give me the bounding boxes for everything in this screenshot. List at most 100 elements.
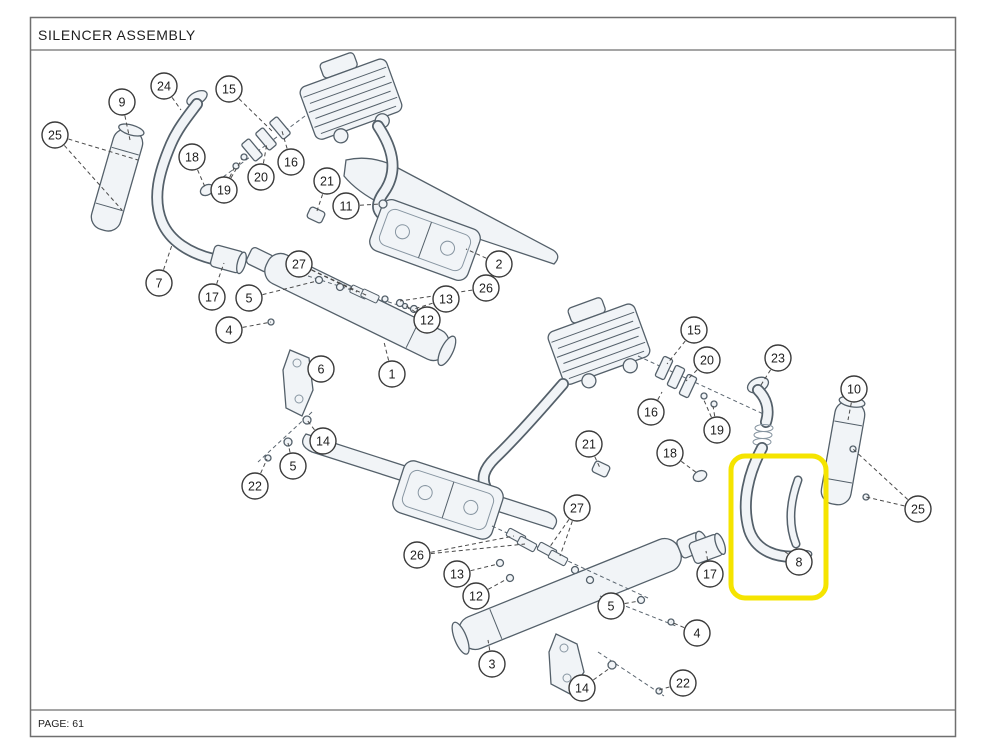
callout-20[interactable]: 20	[247, 163, 275, 191]
callout-circle-26[interactable]	[472, 274, 500, 302]
callout-17[interactable]: 17	[198, 283, 226, 311]
cylinder-head-front	[292, 41, 408, 152]
callout-circle-12[interactable]	[462, 582, 490, 610]
callout-circle-16[interactable]	[637, 398, 665, 426]
callout-circle-19[interactable]	[210, 176, 238, 204]
callout-circle-10[interactable]	[840, 375, 868, 403]
callout-3[interactable]: 3	[478, 650, 506, 678]
callout-16[interactable]: 16	[637, 398, 665, 426]
callout-circle-4[interactable]	[215, 316, 243, 344]
callout-number-18: 18	[663, 447, 677, 461]
callout-circle-17[interactable]	[198, 283, 226, 311]
callout-circle-27[interactable]	[563, 494, 591, 522]
callout-circle-7[interactable]	[145, 269, 173, 297]
callout-circle-23[interactable]	[764, 344, 792, 372]
callout-number-27: 27	[570, 502, 584, 516]
callout-number-23: 23	[771, 352, 785, 366]
callout-2[interactable]: 2	[485, 250, 513, 278]
callout-12[interactable]: 12	[413, 306, 441, 334]
callout-26[interactable]: 26	[403, 541, 431, 569]
callout-circle-5[interactable]	[279, 452, 307, 480]
callout-25[interactable]: 25	[904, 495, 932, 523]
callout-11[interactable]: 11	[332, 192, 360, 220]
callout-circle-1[interactable]	[378, 360, 406, 388]
callout-circle-6[interactable]	[307, 355, 335, 383]
callout-circle-22[interactable]	[669, 669, 697, 697]
callout-14[interactable]: 14	[309, 427, 337, 455]
callout-circle-3[interactable]	[478, 650, 506, 678]
callout-number-20: 20	[254, 171, 268, 185]
callout-number-5: 5	[608, 600, 615, 614]
callout-15[interactable]: 15	[680, 316, 708, 344]
callout-17[interactable]: 17	[696, 560, 724, 588]
callout-26[interactable]: 26	[472, 274, 500, 302]
callout-circle-24[interactable]	[150, 72, 178, 100]
callout-4[interactable]: 4	[215, 316, 243, 344]
callout-circle-20[interactable]	[693, 346, 721, 374]
callout-circle-15[interactable]	[680, 316, 708, 344]
callout-27[interactable]: 27	[285, 250, 313, 278]
callout-circle-4[interactable]	[683, 619, 711, 647]
callout-22[interactable]: 22	[669, 669, 697, 697]
callout-4[interactable]: 4	[683, 619, 711, 647]
callout-27[interactable]: 27	[563, 494, 591, 522]
callout-21[interactable]: 21	[313, 167, 341, 195]
assembly-front-cylinder	[87, 41, 559, 463]
callout-13[interactable]: 13	[432, 285, 460, 313]
callout-5[interactable]: 5	[235, 284, 263, 312]
callout-8[interactable]: 8	[785, 548, 813, 576]
callout-circle-13[interactable]	[432, 285, 460, 313]
callout-circle-8[interactable]	[785, 548, 813, 576]
callout-circle-14[interactable]	[568, 674, 596, 702]
callout-circle-18[interactable]	[178, 143, 206, 171]
callout-16[interactable]: 16	[277, 148, 305, 176]
callout-circle-5[interactable]	[235, 284, 263, 312]
callout-circle-13[interactable]	[443, 560, 471, 588]
callout-circle-21[interactable]	[575, 430, 603, 458]
callout-circle-5[interactable]	[597, 592, 625, 620]
callout-20[interactable]: 20	[693, 346, 721, 374]
callout-circle-11[interactable]	[332, 192, 360, 220]
callout-5[interactable]: 5	[279, 452, 307, 480]
callout-14[interactable]: 14	[568, 674, 596, 702]
callout-circle-26[interactable]	[403, 541, 431, 569]
callout-7[interactable]: 7	[145, 269, 173, 297]
callout-circle-22[interactable]	[241, 472, 269, 500]
callout-15[interactable]: 15	[215, 75, 243, 103]
callout-13[interactable]: 13	[443, 560, 471, 588]
callout-circle-20[interactable]	[247, 163, 275, 191]
callout-5[interactable]: 5	[597, 592, 625, 620]
callout-circle-25[interactable]	[41, 121, 69, 149]
callout-21[interactable]: 21	[575, 430, 603, 458]
callout-18[interactable]: 18	[178, 143, 206, 171]
callout-circle-16[interactable]	[277, 148, 305, 176]
bolt-front	[378, 199, 388, 209]
callout-circle-2[interactable]	[485, 250, 513, 278]
callout-circle-12[interactable]	[413, 306, 441, 334]
callout-circle-17[interactable]	[696, 560, 724, 588]
leader-line-19	[223, 158, 243, 191]
callout-9[interactable]: 9	[108, 88, 136, 116]
callout-10[interactable]: 10	[840, 375, 868, 403]
callout-circle-27[interactable]	[285, 250, 313, 278]
callout-circle-19[interactable]	[703, 416, 731, 444]
callout-circle-14[interactable]	[309, 427, 337, 455]
callout-12[interactable]: 12	[462, 582, 490, 610]
callout-circle-9[interactable]	[108, 88, 136, 116]
callout-circle-15[interactable]	[215, 75, 243, 103]
callout-18[interactable]: 18	[656, 439, 684, 467]
callout-22[interactable]: 22	[241, 472, 269, 500]
leader-line-20	[685, 359, 708, 382]
callout-circle-18[interactable]	[656, 439, 684, 467]
callout-19[interactable]: 19	[210, 176, 238, 204]
callout-19[interactable]: 19	[703, 416, 731, 444]
callout-24[interactable]: 24	[150, 72, 178, 100]
callout-circle-21[interactable]	[313, 167, 341, 195]
callout-1[interactable]: 1	[378, 360, 406, 388]
callout-23[interactable]: 23	[764, 344, 792, 372]
clamp-stack-rear	[654, 355, 718, 408]
callout-6[interactable]: 6	[307, 355, 335, 383]
callout-25[interactable]: 25	[41, 121, 69, 149]
callout-circle-25[interactable]	[904, 495, 932, 523]
